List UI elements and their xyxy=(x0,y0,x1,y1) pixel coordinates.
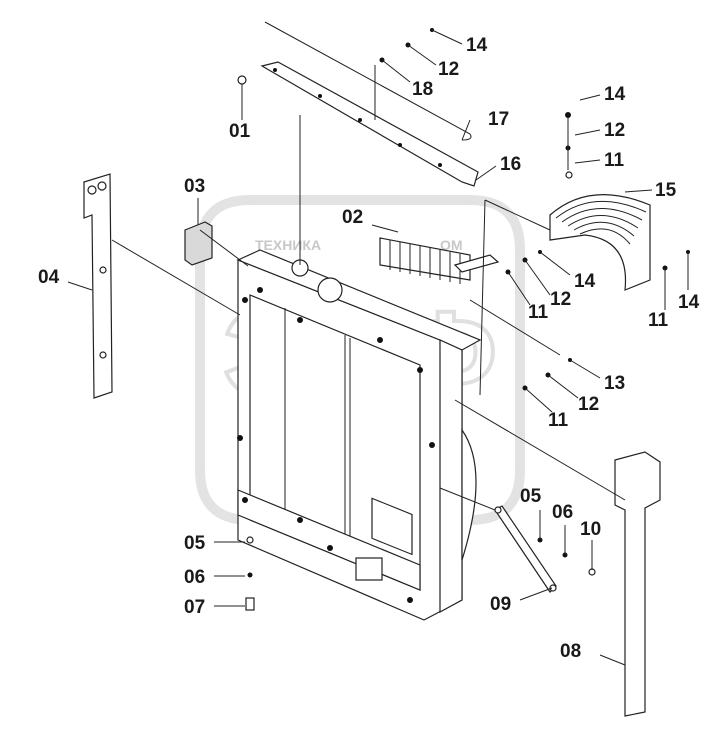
callout-15: 15 xyxy=(655,180,677,201)
callout-14c: 14 xyxy=(574,271,596,292)
callout-11d: 11 xyxy=(548,410,569,431)
callout-09: 09 xyxy=(490,594,511,615)
watermark-text: ТЕХНИКА xyxy=(255,237,321,253)
callout-04: 04 xyxy=(38,267,60,288)
callout-17: 17 xyxy=(488,109,509,130)
watermark-text-right: ОМ xyxy=(440,237,463,253)
callout-10: 10 xyxy=(580,519,601,540)
radiator-assembly xyxy=(236,249,482,621)
filler-plate xyxy=(371,497,413,556)
callout-11b: 11 xyxy=(528,302,549,323)
part-08-side-post xyxy=(454,399,661,717)
drain-plate xyxy=(355,557,383,581)
part-04-side-bar xyxy=(83,173,241,399)
callout-06a: 06 xyxy=(184,567,205,588)
callout-18: 18 xyxy=(412,79,433,100)
callout-05b: 05 xyxy=(520,486,542,507)
callout-12b: 12 xyxy=(604,120,625,141)
callout-07: 07 xyxy=(184,597,205,618)
callout-08: 08 xyxy=(560,641,581,662)
radiator-cap xyxy=(317,277,343,303)
callout-06b: 06 xyxy=(552,502,573,523)
callout-02: 02 xyxy=(342,207,363,228)
callout-13: 13 xyxy=(604,373,625,394)
callout-05a: 05 xyxy=(184,533,206,554)
callout-14a: 14 xyxy=(466,35,488,56)
callout-11a: 11 xyxy=(604,150,625,171)
callout-12d: 12 xyxy=(578,394,599,415)
callout-12c: 12 xyxy=(550,289,571,310)
callout-labels: 01 02 03 04 05 06 07 08 09 05 06 10 11 1… xyxy=(38,35,700,662)
callout-03: 03 xyxy=(184,176,205,197)
leader-lines xyxy=(67,29,689,666)
part-16-top-strip xyxy=(260,21,479,265)
part-09-strut xyxy=(439,487,557,593)
callout-14b: 14 xyxy=(604,84,626,105)
callout-01: 01 xyxy=(229,121,251,142)
callout-14d: 14 xyxy=(678,292,700,313)
callout-12a: 12 xyxy=(438,59,459,80)
callout-16: 16 xyxy=(500,154,521,175)
callout-11c: 11 xyxy=(648,310,669,331)
part-03-block xyxy=(184,221,249,267)
part-15-curved-cover xyxy=(469,194,651,396)
part-02-grille xyxy=(379,237,500,284)
